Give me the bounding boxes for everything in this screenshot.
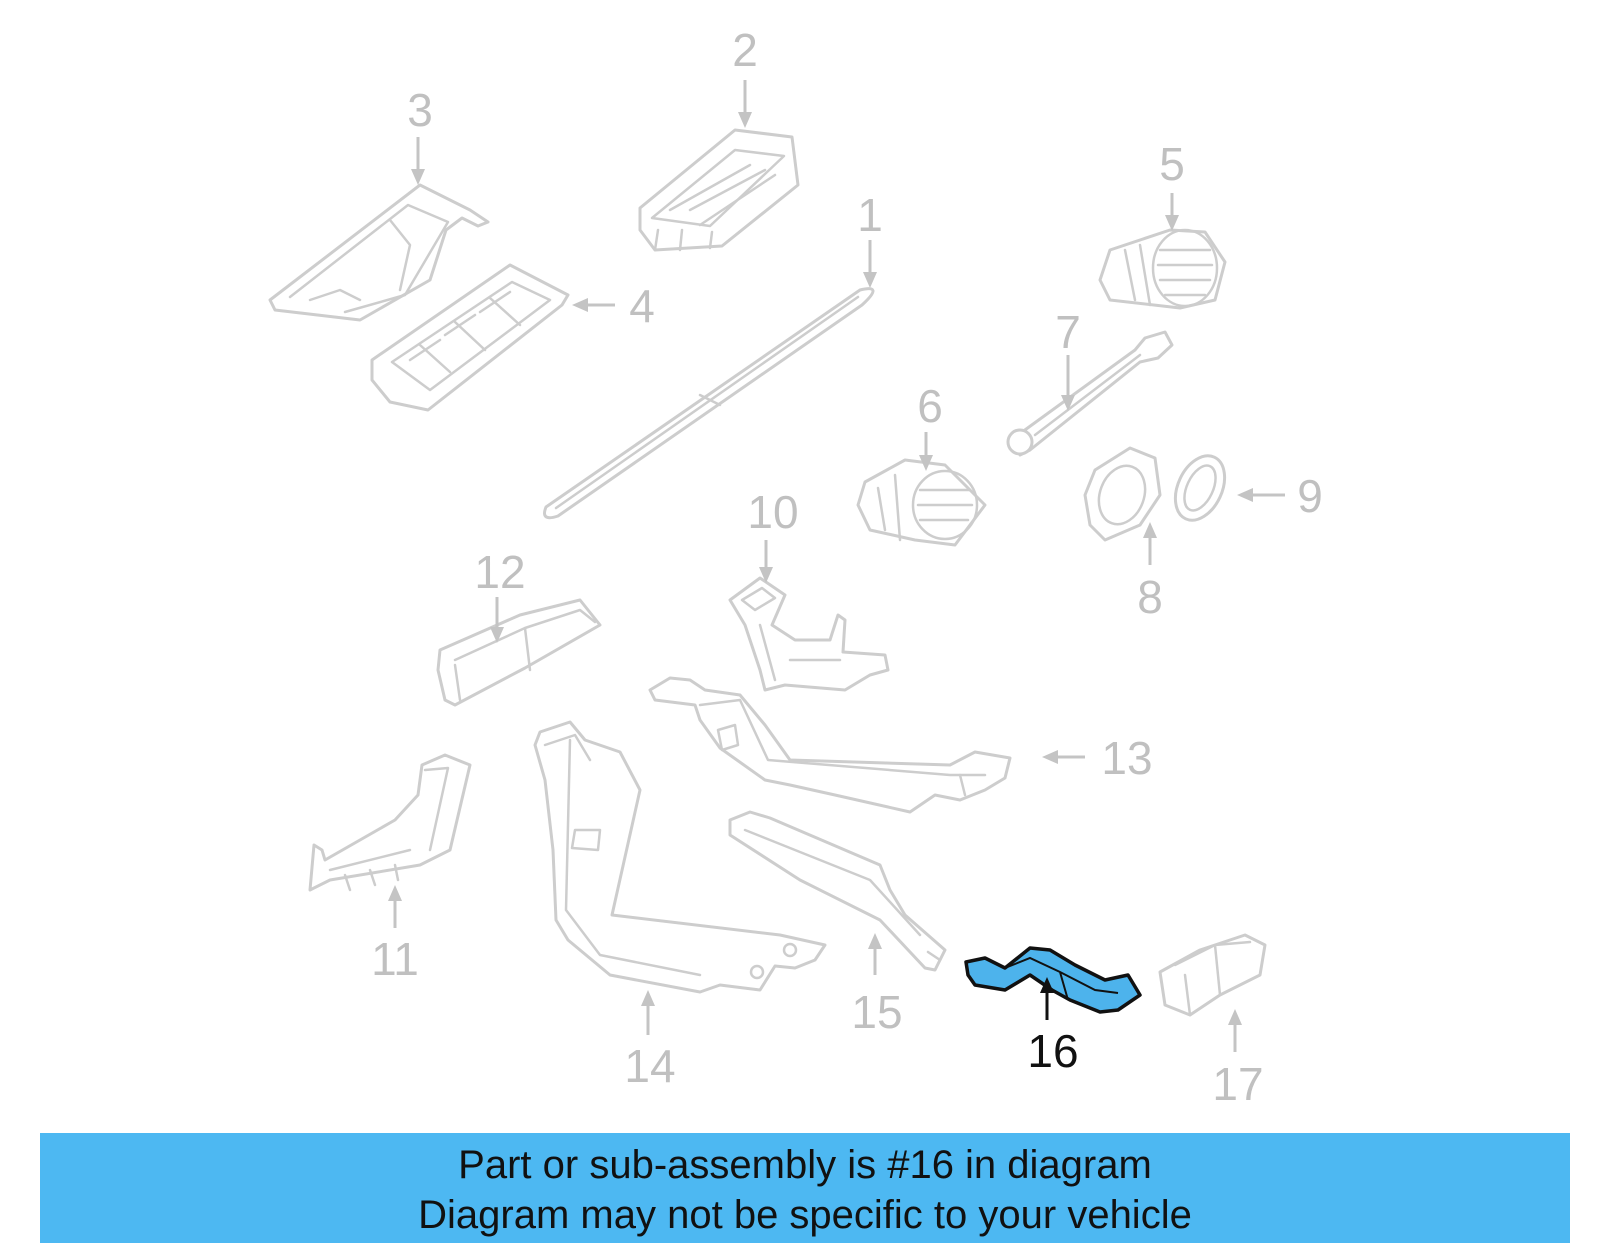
part-9-ring (1173, 454, 1227, 522)
part-15-duct (728, 810, 947, 972)
callout-2: 2 (732, 24, 758, 76)
callout-12: 12 (474, 546, 525, 598)
callout-14: 14 (624, 1040, 675, 1092)
callout-4: 4 (629, 280, 655, 332)
parts-diagram: 1 2 3 4 5 6 7 8 9 10 11 12 13 14 15 16 1… (268, 24, 1323, 1110)
part-11-duct (308, 753, 472, 892)
part-7-hose (1006, 330, 1174, 457)
callout-11: 11 (371, 933, 419, 985)
banner-line-part-number: Part or sub-assembly is #16 in diagram (458, 1143, 1152, 1187)
part-16-highlighted (964, 946, 1142, 1014)
callout-5: 5 (1159, 138, 1185, 190)
part-14-duct (533, 720, 827, 994)
callout-16: 16 (1027, 1025, 1078, 1077)
callout-9: 9 (1297, 470, 1323, 522)
banner-line-disclaimer: Diagram may not be specific to your vehi… (418, 1193, 1192, 1237)
part-1-duct-strip (543, 287, 875, 520)
part-12-bracket (436, 598, 602, 707)
part-6-vent (856, 458, 987, 547)
callout-10: 10 (747, 486, 798, 538)
part-10-duct (728, 576, 890, 692)
callout-13: 13 (1101, 732, 1152, 784)
callout-17: 17 (1212, 1058, 1263, 1110)
callout-7: 7 (1055, 306, 1081, 358)
leader-line-16 (1040, 977, 1054, 1020)
part-5-side-vent (1098, 228, 1227, 310)
info-banner: Part or sub-assembly is #16 in diagram D… (40, 1133, 1570, 1243)
part-13-duct (648, 676, 1012, 814)
callout-15: 15 (851, 986, 902, 1038)
part-3-side-vent-duct (268, 183, 490, 322)
callout-1: 1 (857, 189, 883, 241)
leader-lines (388, 80, 1285, 1052)
part-17-bracket (1158, 933, 1267, 1017)
part-2-center-vent (638, 128, 800, 252)
part-4-vent-grille (370, 263, 570, 412)
callout-labels: 1 2 3 4 5 6 7 8 9 10 11 12 13 14 15 16 1… (371, 24, 1323, 1110)
part-8-bezel (1083, 446, 1162, 542)
callout-3: 3 (407, 84, 433, 136)
callout-6: 6 (917, 380, 943, 432)
callout-8: 8 (1137, 571, 1163, 623)
